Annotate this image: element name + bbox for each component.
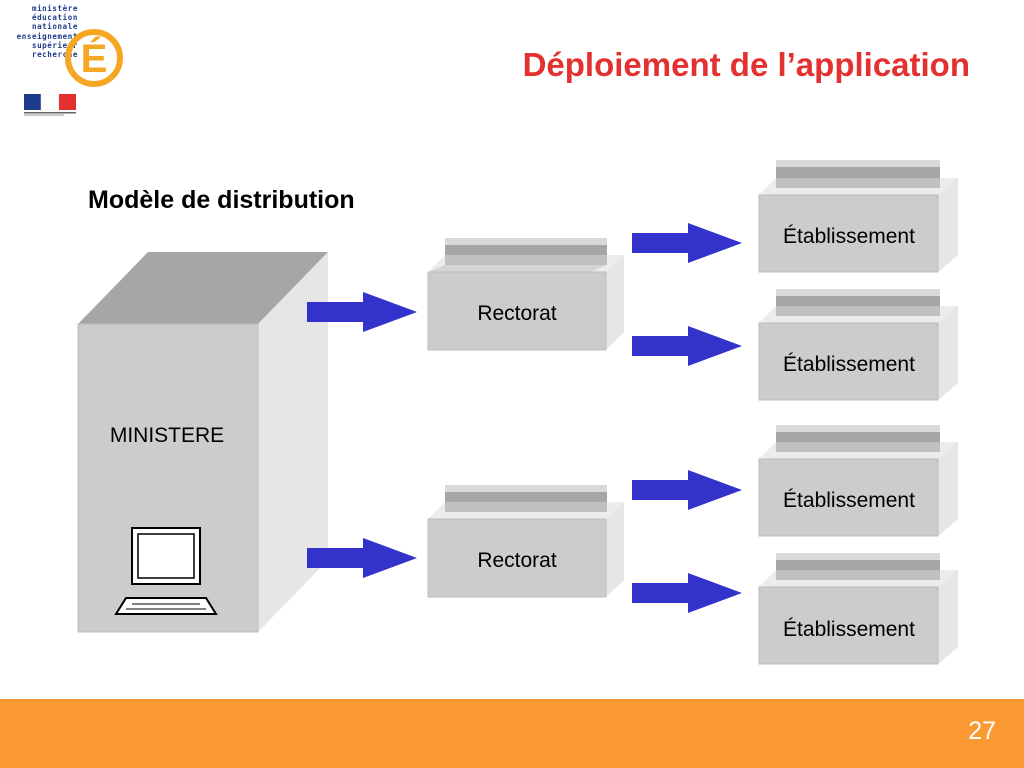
page-number: 27	[968, 717, 996, 745]
etablissement-box-4: Établissement	[758, 553, 958, 665]
ministry-logo: ministère éducation nationale enseigneme…	[6, 4, 123, 124]
arrow-rectorat1-etab1	[632, 223, 742, 263]
arrow-rectorat2-etab1	[632, 470, 742, 510]
arrow-rectorat1-etab2	[632, 326, 742, 366]
slide-title: Déploiement de l’application	[522, 46, 970, 83]
rectorat-box-1: Rectorat	[427, 238, 624, 351]
etablissement-label-1: Établissement	[783, 225, 915, 248]
etablissement-box-3: Établissement	[758, 425, 958, 537]
rectorat-box-2: Rectorat	[427, 485, 624, 598]
rectorat-label-2: Rectorat	[477, 549, 557, 572]
diagram-subtitle: Modèle de distribution	[88, 186, 355, 214]
rectorat-label-1: Rectorat	[477, 302, 557, 325]
logo-e-emblem: É	[65, 29, 123, 87]
ministere-server: MINISTERE	[77, 252, 328, 633]
etablissement-label-2: Établissement	[783, 353, 915, 376]
republique-flag-icon	[24, 94, 76, 116]
etablissement-box-1: Établissement	[758, 160, 958, 273]
logo-text: ministère éducation nationale enseigneme…	[16, 4, 78, 60]
etablissement-label-4: Établissement	[783, 618, 915, 641]
logo-letter: É	[81, 36, 108, 81]
ministere-label: MINISTERE	[110, 424, 224, 447]
etablissement-label-3: Établissement	[783, 489, 915, 512]
arrow-rectorat2-etab2	[632, 573, 742, 613]
footer-bar: 27	[0, 699, 1024, 768]
etablissement-box-2: Établissement	[758, 289, 958, 401]
laptop-icon	[114, 527, 218, 615]
